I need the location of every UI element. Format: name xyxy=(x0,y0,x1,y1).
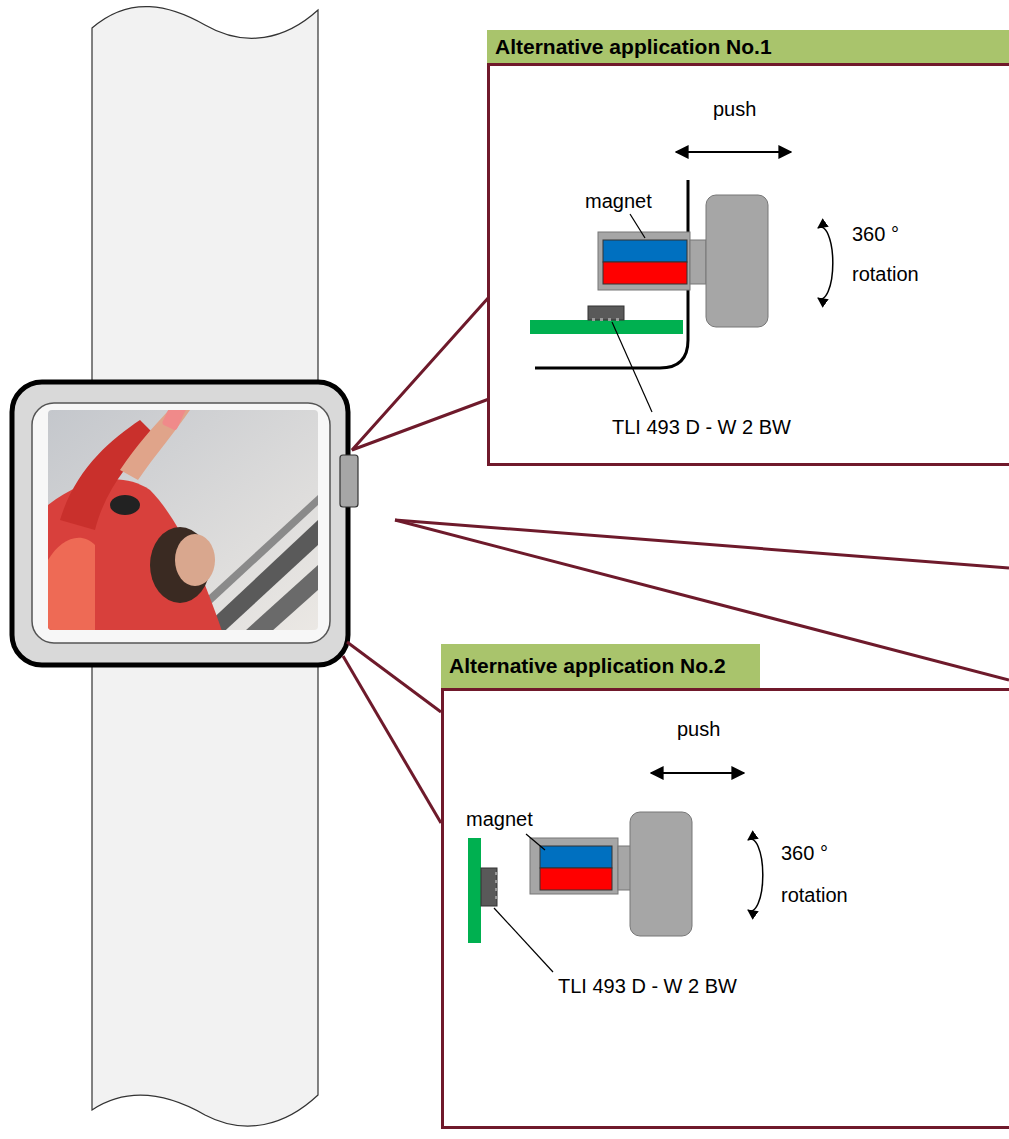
callout-panel: Alternative application No.2 xyxy=(441,688,1009,1129)
application-one-figure xyxy=(530,152,833,412)
part-label: TLI 493 D - W 2 BW xyxy=(558,975,737,998)
watch-strap xyxy=(92,660,318,1126)
part-label: 360 ° xyxy=(852,223,899,246)
panel-title: Alternative application No.1 xyxy=(495,35,772,59)
callout-panel: Alternative application No.1 xyxy=(487,63,1009,466)
panel-title: Alternative application No.2 xyxy=(449,654,726,678)
part-label: rotation xyxy=(781,884,848,907)
watch-strap xyxy=(92,7,318,395)
screen-photo xyxy=(48,410,318,630)
part-label: TLI 493 D - W 2 BW xyxy=(612,416,791,439)
part-label: push xyxy=(713,98,756,121)
panel-header: Alternative application No.2 xyxy=(441,644,760,688)
part-label: rotation xyxy=(852,263,919,286)
part-label: 360 ° xyxy=(781,842,828,865)
watch-bezel xyxy=(32,403,330,643)
watch-case xyxy=(12,382,348,665)
application-two-figure xyxy=(468,773,763,972)
part-label: magnet xyxy=(585,190,652,213)
part-label: magnet xyxy=(466,808,533,831)
watch-crown xyxy=(340,455,358,507)
part-label: push xyxy=(677,718,720,741)
panel-header: Alternative application No.1 xyxy=(487,30,1009,63)
